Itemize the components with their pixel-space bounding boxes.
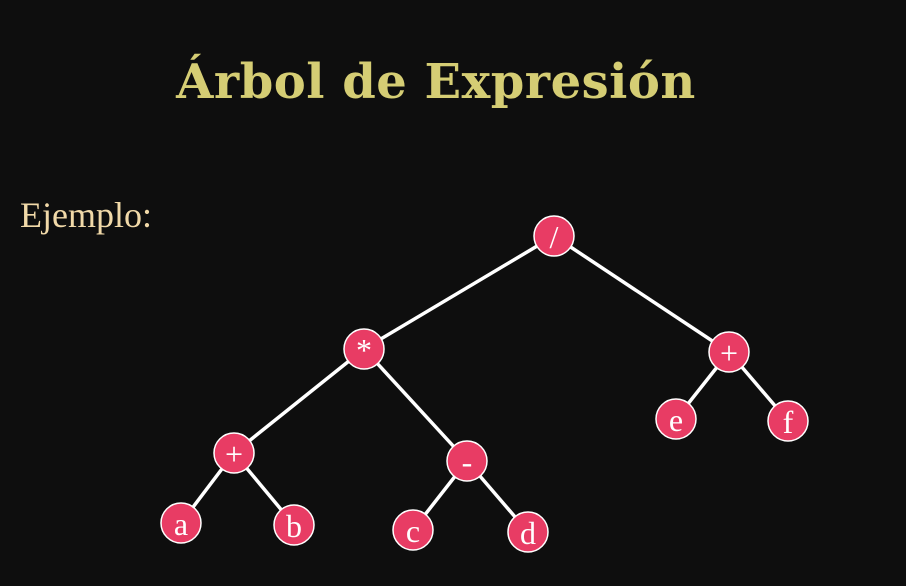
node-label: - <box>462 444 473 480</box>
node-circle <box>507 511 549 553</box>
node-circle <box>533 215 575 257</box>
edge-div-plus_r <box>553 234 730 354</box>
node-label: + <box>225 436 243 472</box>
edge-mul-plus_l <box>232 347 366 455</box>
node-circle <box>273 504 315 546</box>
node-label: e <box>669 402 683 438</box>
edge-mul-minus <box>362 347 469 463</box>
tree-node-d: d <box>507 511 549 553</box>
tree-node-plus_l: + <box>213 432 255 474</box>
node-circle <box>708 331 750 373</box>
node-circle <box>213 432 255 474</box>
tree-node-div: / <box>533 215 575 257</box>
node-circle <box>392 509 434 551</box>
edge-div-mul <box>363 234 555 351</box>
node-label: a <box>174 506 188 542</box>
tree-node-a: a <box>160 502 202 544</box>
tree-nodes: / * + + - a b c d e f <box>160 215 809 553</box>
node-label: + <box>720 335 738 371</box>
tree-node-f: f <box>767 400 809 442</box>
tree-node-e: e <box>655 398 697 440</box>
tree-node-mul: * <box>343 328 385 370</box>
tree-node-b: b <box>273 504 315 546</box>
tree-node-plus_r: + <box>708 331 750 373</box>
node-label: / <box>550 219 559 255</box>
page-title: Árbol de Expresión <box>176 54 696 110</box>
tree-edges <box>179 234 790 534</box>
node-label: b <box>286 508 302 544</box>
node-circle <box>343 328 385 370</box>
node-circle <box>767 400 809 442</box>
node-label: c <box>406 513 420 549</box>
node-circle <box>655 398 697 440</box>
example-label: Ejemplo: <box>20 195 152 235</box>
tree-node-minus: - <box>446 440 488 482</box>
node-circle <box>160 502 202 544</box>
node-label: d <box>520 515 536 551</box>
tree-node-c: c <box>392 509 434 551</box>
node-label: * <box>356 332 372 368</box>
node-circle <box>446 440 488 482</box>
node-label: f <box>783 404 794 440</box>
